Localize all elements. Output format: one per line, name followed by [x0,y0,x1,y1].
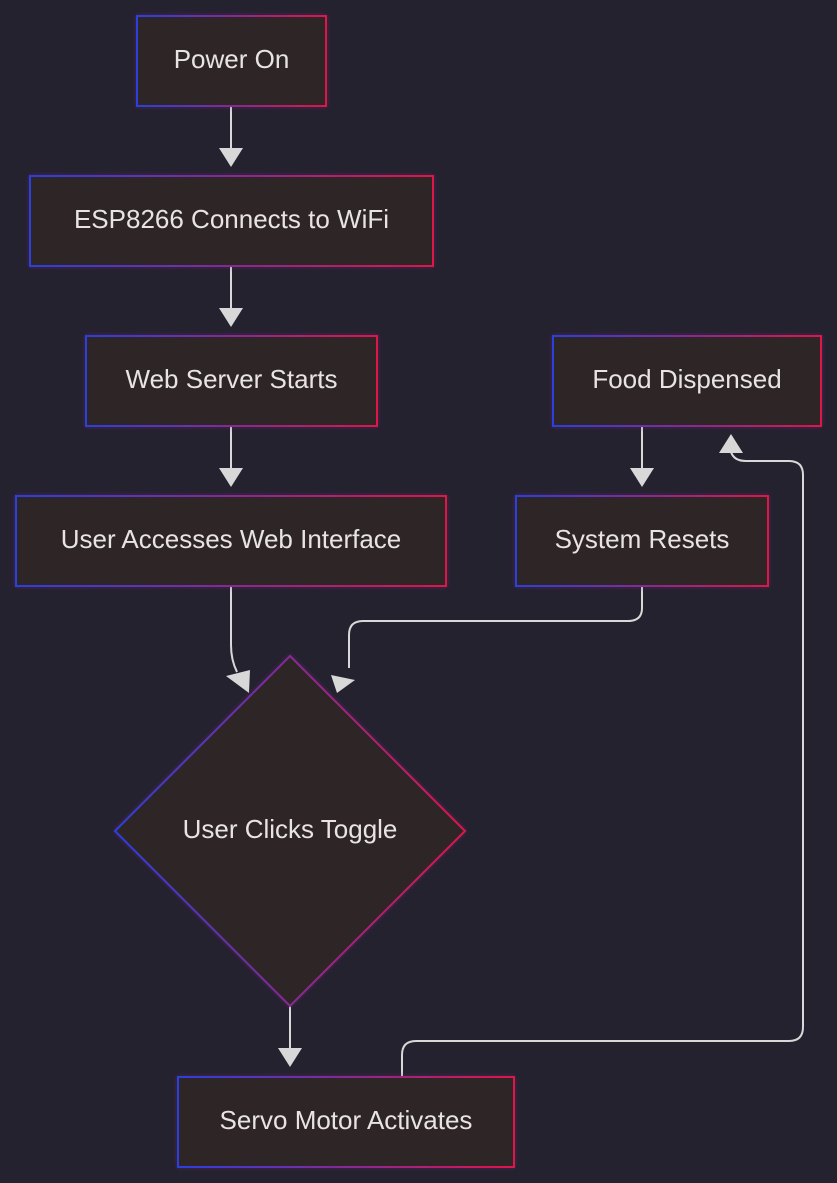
arrowhead-icon [719,434,743,453]
arrowhead-icon [219,308,243,327]
node-wifi-label: ESP8266 Connects to WiFi [74,204,389,234]
node-toggle-label: User Clicks Toggle [183,814,398,844]
node-food-label: Food Dispensed [592,364,781,394]
edge-reset-to-toggle [348,586,643,668]
node-toggle: User Clicks Toggle [113,654,467,1008]
node-power-on-label: Power On [174,44,290,74]
arrowhead-icon [630,468,654,487]
arrowhead-icon [219,148,243,167]
node-reset-label: System Resets [555,524,730,554]
node-reset: System Resets [515,495,769,587]
node-wifi: ESP8266 Connects to WiFi [29,175,434,267]
arrowhead-icon [226,670,250,693]
node-web-server-label: Web Server Starts [126,364,338,394]
node-servo: Servo Motor Activates [177,1076,515,1168]
node-servo-label: Servo Motor Activates [220,1105,473,1135]
node-web-interface-label: User Accesses Web Interface [61,524,402,554]
node-power-on: Power On [136,15,327,107]
node-web-server: Web Server Starts [85,335,378,427]
arrowhead-icon [278,1048,302,1067]
edge-web-interface-to-toggle [230,586,238,673]
node-food: Food Dispensed [552,335,822,427]
edge-servo-to-food [401,451,804,1077]
edges [219,106,804,1077]
node-web-interface: User Accesses Web Interface [15,495,447,587]
arrowhead-icon [219,468,243,487]
arrowhead-icon [331,675,355,693]
